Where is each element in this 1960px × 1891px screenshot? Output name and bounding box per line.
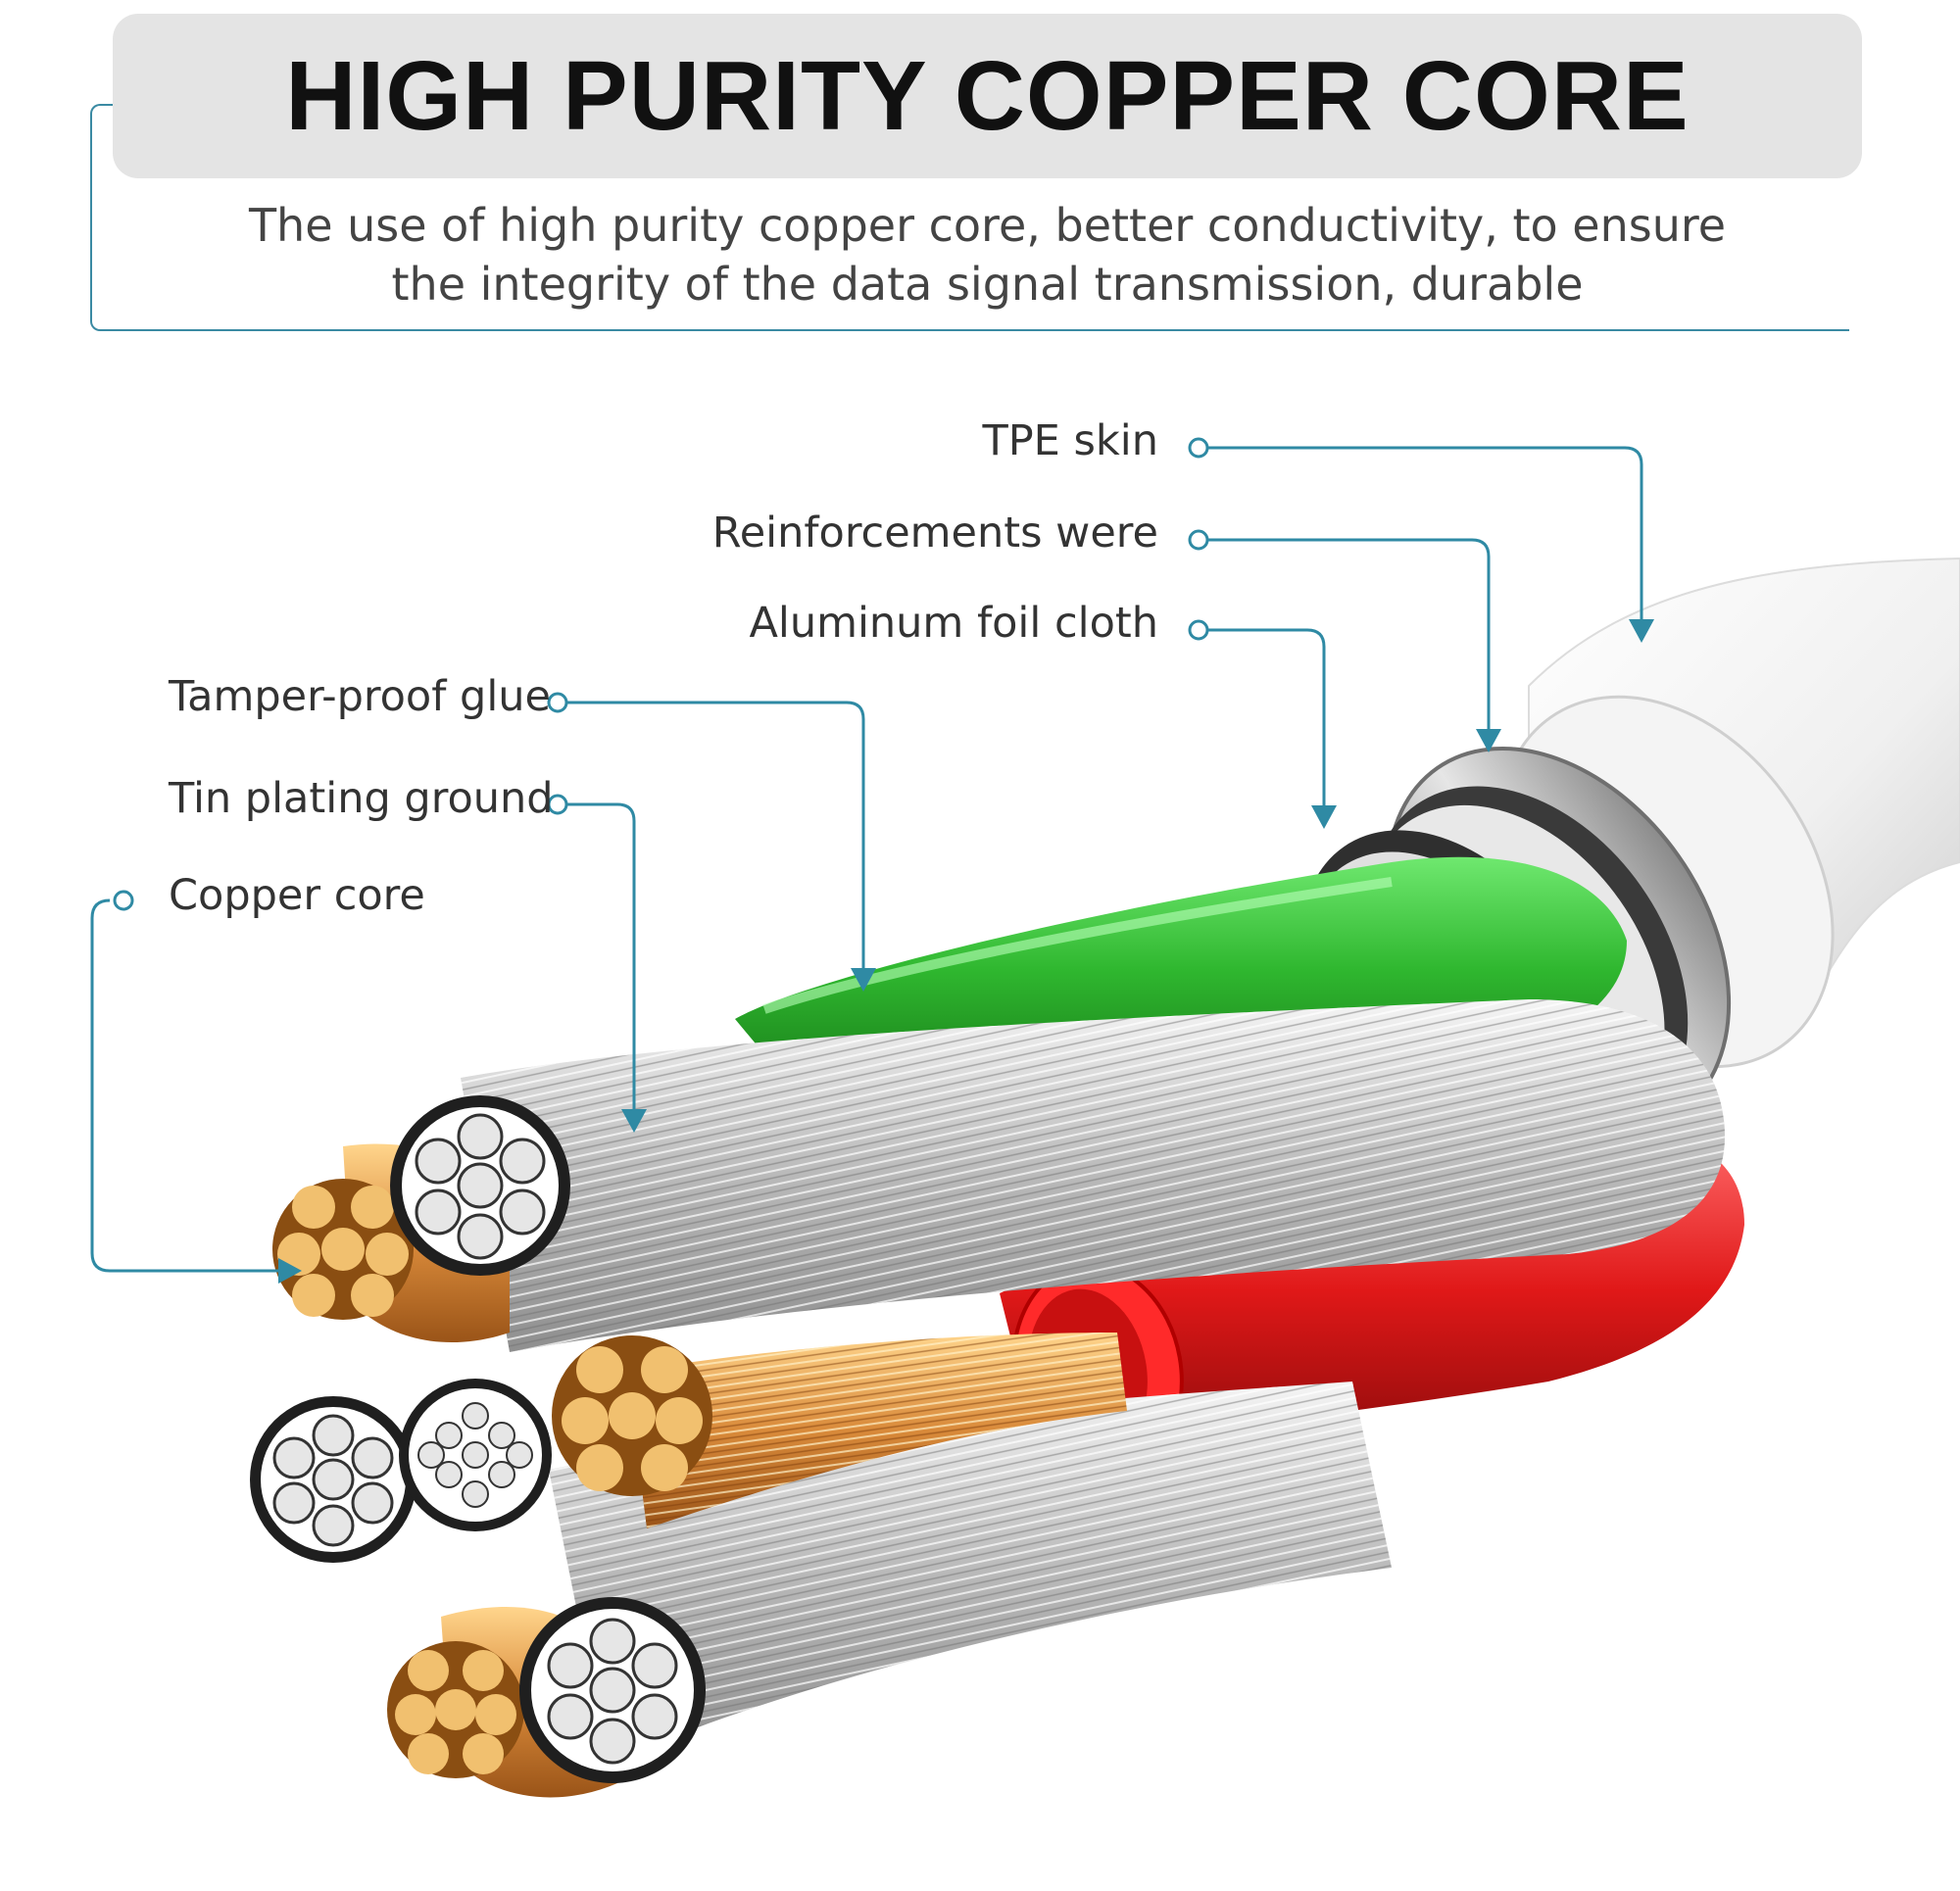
page-title: HIGH PURITY COPPER CORE	[285, 41, 1690, 151]
subtitle-line-1: The use of high purity copper core, bett…	[248, 199, 1727, 252]
silver-strand-end-3	[399, 1379, 552, 1531]
subtitle-line-2: the integrity of the data signal transmi…	[391, 258, 1584, 311]
label-aluminum-foil: Aluminum foil cloth	[749, 599, 1158, 648]
leader-dots	[113, 437, 1209, 911]
title-bar	[113, 14, 1862, 178]
leader-arrowheads	[278, 619, 1654, 1284]
copper-core-end-2	[552, 1335, 712, 1496]
label-reinforcements: Reinforcements were	[711, 509, 1158, 558]
leader-lines	[90, 446, 1643, 1273]
label-copper-core: Copper core	[169, 871, 425, 920]
silver-strand-end-1	[390, 1095, 570, 1276]
silver-strand-end-2	[250, 1396, 416, 1563]
label-tin-plating: Tin plating ground	[169, 774, 554, 823]
label-tamper-glue: Tamper-proof glue	[169, 672, 551, 721]
copper-core-end-3	[387, 1641, 524, 1778]
copper-core-end-1	[272, 1179, 414, 1320]
silver-strand-end-4	[519, 1597, 706, 1783]
subtitle: The use of high purity copper core, bett…	[147, 196, 1828, 314]
label-tpe-skin: TPE skin	[982, 416, 1158, 465]
